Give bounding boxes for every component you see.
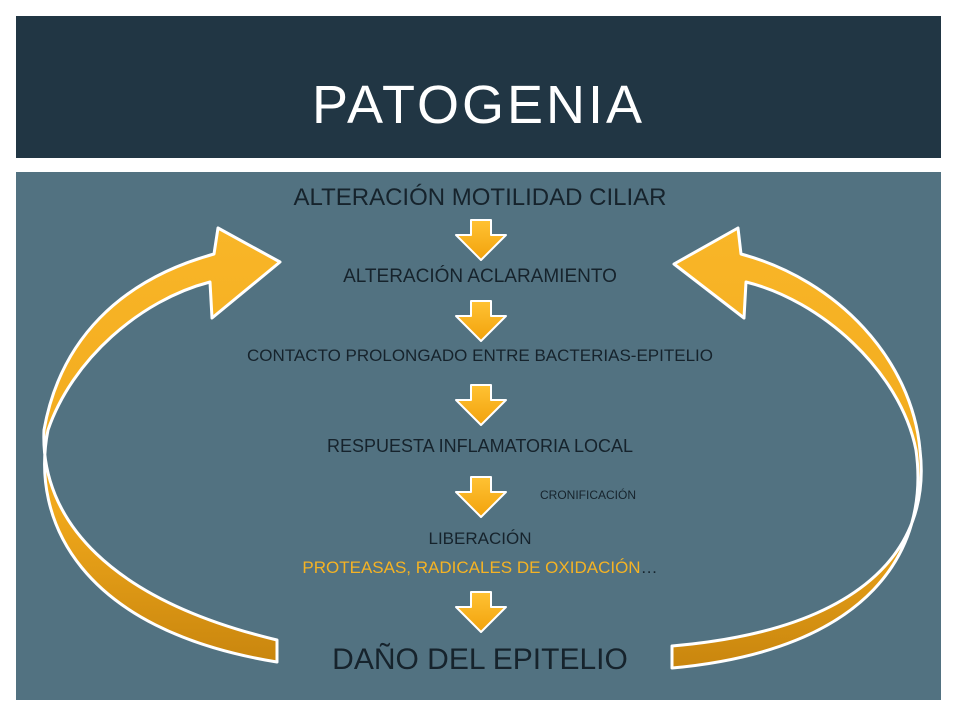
release-detail: PROTEASAS, RADICALES DE OXIDACIÓN… bbox=[0, 559, 960, 576]
release-ellipsis: … bbox=[640, 558, 658, 577]
title-bar: PATOGENIA bbox=[16, 16, 941, 158]
step-inflammatory-response: RESPUESTA INFLAMATORIA LOCAL bbox=[326, 436, 634, 456]
down-arrow-icon bbox=[455, 591, 507, 633]
chronification-label: CRONIFICACIÓN bbox=[540, 488, 636, 502]
step-epithelial-damage: DAÑO DEL EPITELIO bbox=[332, 643, 628, 676]
step-bacteria-contact: CONTACTO PROLONGADO ENTRE BACTERIAS-EPIT… bbox=[247, 346, 713, 365]
down-arrow-icon bbox=[455, 219, 507, 261]
curved-loop-arrow-icon bbox=[42, 226, 282, 664]
release-detail-text: PROTEASAS, RADICALES DE OXIDACIÓN bbox=[302, 558, 641, 577]
curved-loop-arrow-icon bbox=[670, 226, 923, 670]
step-clearance: ALTERACIÓN ACLARAMIENTO bbox=[343, 266, 617, 287]
step-release: LIBERACIÓN bbox=[428, 529, 532, 548]
slide-title: PATOGENIA bbox=[311, 75, 646, 135]
down-arrow-icon bbox=[455, 300, 507, 342]
down-arrow-icon bbox=[455, 384, 507, 426]
step-ciliary-motility: ALTERACIÓN MOTILIDAD CILIAR bbox=[293, 184, 667, 211]
down-arrow-icon bbox=[455, 476, 507, 518]
